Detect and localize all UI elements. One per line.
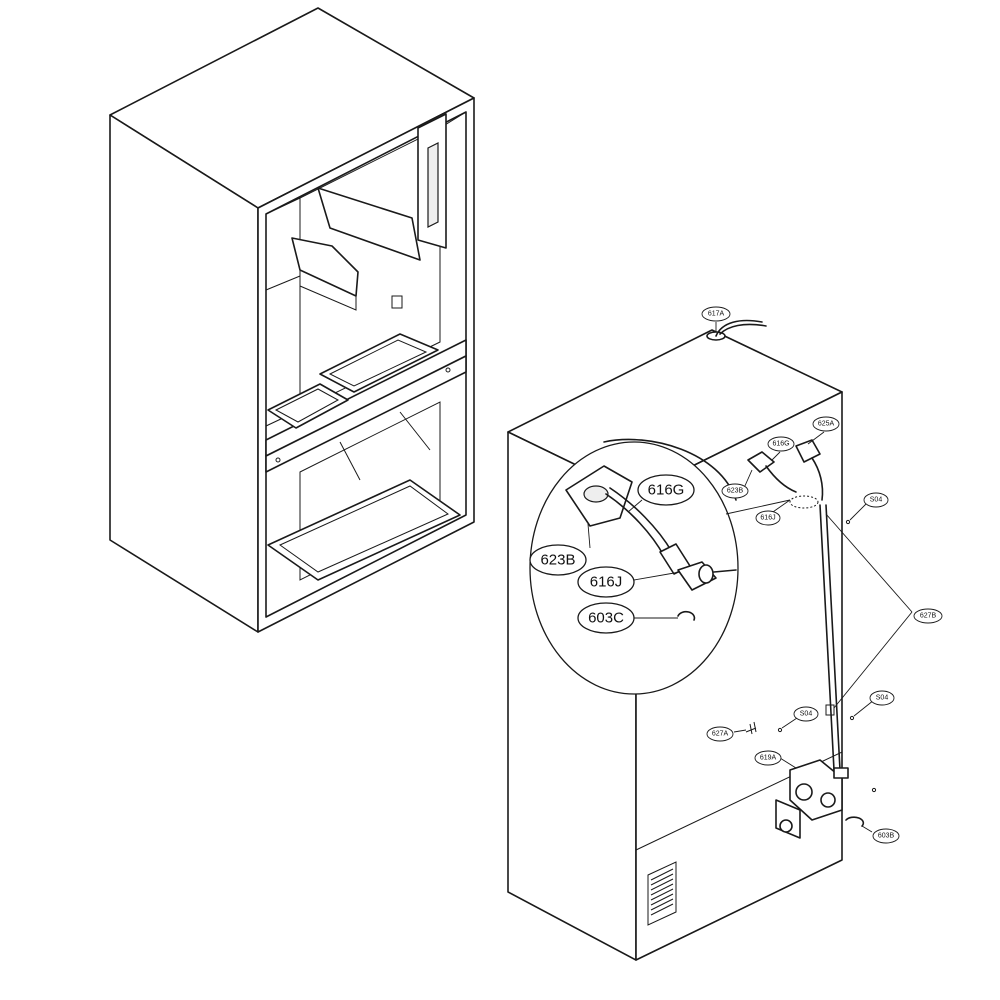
detail-focus-ring — [789, 495, 819, 509]
screw-top — [845, 519, 851, 525]
vent-grille — [647, 861, 677, 926]
bubble-leader-top — [603, 438, 737, 501]
detail-callout-616g: 616G — [637, 474, 695, 506]
detail-bubble — [529, 438, 791, 695]
svg-text:623B: 623B — [540, 552, 575, 569]
callout-s04-top: S04 — [863, 492, 889, 508]
screw-mid — [849, 715, 855, 721]
callout-619a: 619A — [754, 750, 782, 766]
svg-text:616G: 616G — [772, 441, 789, 448]
water-tube — [819, 504, 835, 771]
callout-s04-mid: S04 — [869, 690, 895, 706]
left-bin — [267, 383, 349, 429]
mullion-front — [265, 355, 467, 473]
svg-text:S04: S04 — [800, 711, 813, 718]
detail-clip-603c — [677, 610, 696, 621]
lower-shelf — [267, 479, 461, 581]
fitting-623b — [747, 451, 775, 473]
interior-back-wall — [299, 127, 441, 411]
svg-text:S04: S04 — [876, 695, 889, 702]
svg-text:616J: 616J — [590, 574, 623, 591]
callout-627b: 627B — [913, 608, 943, 624]
clip-ring-603b — [845, 816, 865, 827]
svg-text:627A: 627A — [712, 731, 729, 738]
svg-text:616G: 616G — [648, 482, 685, 499]
detail-callout-603c: 603C — [577, 602, 635, 634]
callout-623b: 623B — [721, 483, 749, 499]
water-valve — [775, 759, 849, 839]
detail-tube — [605, 493, 665, 557]
svg-text:603C: 603C — [588, 610, 624, 627]
screw-valve — [871, 787, 877, 793]
svg-text:625A: 625A — [818, 421, 835, 428]
ice-maker-slot — [427, 142, 439, 228]
fitting-625a — [795, 439, 821, 463]
svg-text:603B: 603B — [878, 833, 895, 840]
detail-callout-623b: 623B — [529, 544, 587, 576]
svg-text:627B: 627B — [920, 613, 937, 620]
front-cabinet-view — [109, 7, 475, 633]
detail-callout-616j: 616J — [577, 566, 635, 598]
tube-clip — [825, 704, 835, 716]
callout-603b: 603B — [872, 828, 900, 844]
svg-text:S04: S04 — [870, 497, 883, 504]
callout-627a: 627A — [706, 726, 734, 742]
upper-duct — [317, 187, 421, 261]
clip-627a — [745, 721, 757, 735]
svg-text:617A: 617A — [708, 311, 725, 318]
top-wire — [715, 319, 763, 337]
svg-text:616J: 616J — [760, 515, 775, 522]
callout-s04-left: S04 — [793, 706, 819, 722]
svg-text:619A: 619A — [760, 755, 777, 762]
cabinet-opening — [265, 111, 467, 618]
callout-625a: 625A — [812, 416, 840, 432]
callout-616j: 616J — [755, 510, 781, 526]
callout-617a: 617A — [701, 306, 731, 322]
callout-616g: 616G — [767, 436, 795, 452]
svg-text:623B: 623B — [727, 488, 744, 495]
machine-compartment-cover — [635, 751, 843, 961]
screw-left — [777, 727, 783, 733]
sensor-box — [391, 295, 403, 309]
right-bin — [319, 333, 439, 393]
fan-cover — [291, 237, 359, 297]
